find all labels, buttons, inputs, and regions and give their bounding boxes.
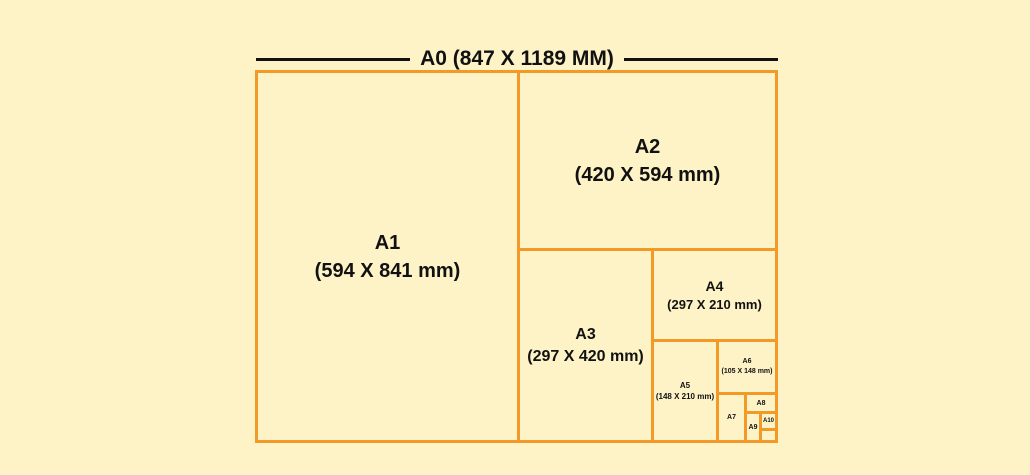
sheet-a5-name: A5 (679, 381, 691, 390)
sheet-a3: A3 (297 X 420 mm) (517, 248, 654, 443)
sheet-a2: A2 (420 X 594 mm) (517, 70, 778, 251)
sheet-a1-dims: (594 X 841 mm) (314, 259, 461, 282)
diagram-title: A0 (847 X 1189 MM) (420, 47, 614, 70)
sheet-a5: A5 (148 X 210 mm) (651, 339, 719, 443)
sheet-a9-name: A9 (748, 423, 758, 431)
sheet-a8-name: A8 (756, 399, 766, 407)
sheet-a2-name: A2 (634, 135, 661, 158)
sheet-a7: A7 (716, 392, 747, 443)
sheet-a3-dims: (297 X 420 mm) (527, 347, 644, 365)
sheet-a6-dims: (105 X 148 mm) (721, 368, 773, 375)
sheet-remainder (759, 428, 778, 443)
title-line-left (256, 58, 410, 61)
sheet-a4: A4 (297 X 210 mm) (651, 248, 778, 342)
sheet-a1-name: A1 (374, 231, 401, 254)
title-line-right (624, 58, 778, 61)
sheet-a1: A1 (594 X 841 mm) (255, 70, 520, 443)
sheet-a4-dims: (297 X 210 mm) (667, 296, 762, 312)
sheet-a10-name: A10 (762, 418, 774, 424)
sheet-a4-name: A4 (705, 277, 724, 294)
sheet-a6: A6 (105 X 148 mm) (716, 339, 778, 395)
sheet-a6-name: A6 (742, 358, 752, 365)
sheet-a5-dims: (148 X 210 mm) (655, 392, 715, 401)
sheet-a7-name: A7 (727, 414, 736, 421)
sheet-a2-dims: (420 X 594 mm) (574, 163, 721, 186)
sheet-a3-name: A3 (575, 325, 596, 343)
